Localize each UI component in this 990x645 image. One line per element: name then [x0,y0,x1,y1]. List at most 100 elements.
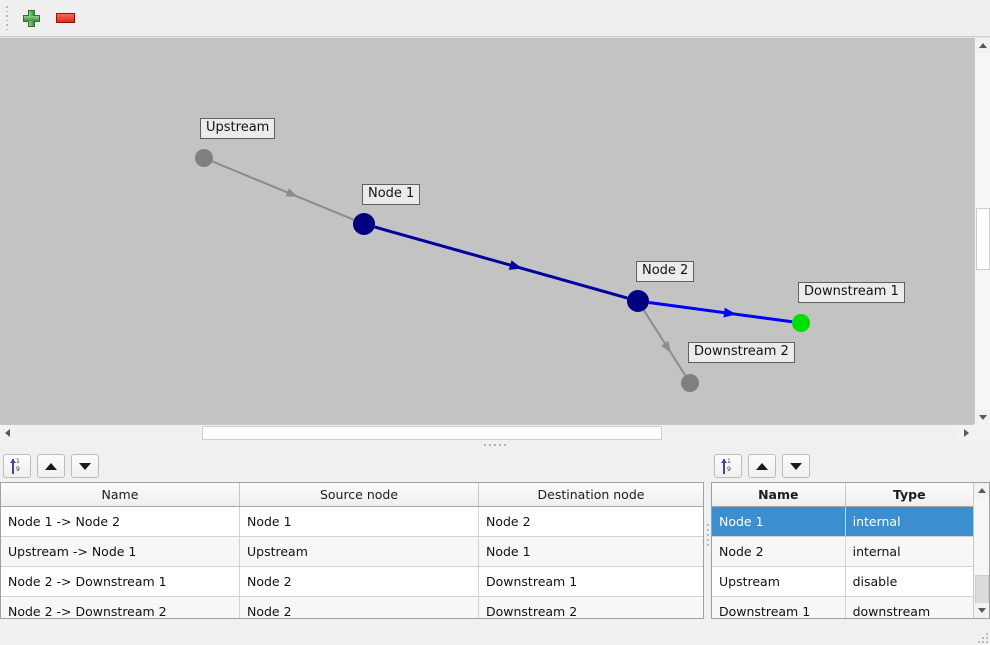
triangle-down-icon [977,608,986,613]
cell-name[interactable]: Node 2 -> Downstream 2 [1,596,240,618]
canvas-hscroll-thumb[interactable] [202,426,662,440]
edges-move-down-button[interactable] [71,454,99,478]
graph-edge[interactable] [374,225,628,300]
graph-node-upstream[interactable] [195,149,213,167]
cell-source[interactable]: Upstream [239,536,479,567]
triangle-down-icon [978,415,987,420]
cell-destination[interactable]: Node 1 [478,536,703,567]
edge-arrowhead [723,307,737,318]
canvas-vertical-scrollbar[interactable] [974,38,990,425]
graph-node-label-node1[interactable]: Node 1 [362,184,421,205]
graph-node-label-node2[interactable]: Node 2 [636,261,695,282]
cell-type[interactable]: internal [845,536,973,567]
cell-type[interactable]: internal [845,506,973,537]
column-header-destination-node[interactable]: Destination node [478,483,703,507]
edges-move-up-button[interactable] [37,454,65,478]
cell-destination[interactable]: Downstream 1 [478,566,703,597]
scroll-right-button[interactable] [959,425,974,440]
nodes-scroll-up-button[interactable] [974,483,989,498]
remove-node-button[interactable] [50,4,80,32]
graph-edge[interactable] [648,300,793,324]
cell-destination[interactable]: Node 2 [478,506,703,537]
graph-node-downstream1[interactable] [792,314,810,332]
nodes-table-scrollbar[interactable] [973,483,989,618]
triangle-down-icon [790,462,802,470]
main-toolbar [0,0,990,37]
cell-type[interactable]: downstream [845,596,973,618]
triangle-up-icon [977,488,986,493]
cell-name[interactable]: Upstream [712,566,846,597]
toolbar-drag-handle[interactable] [4,6,11,30]
horizontal-splitter[interactable] [0,440,990,450]
graph-node-node1[interactable] [353,213,375,235]
scroll-down-button[interactable] [975,410,990,425]
cell-source[interactable]: Node 2 [239,566,479,597]
triangle-right-icon [964,428,969,437]
graph-edge[interactable] [211,160,355,221]
graph-node-label-downstream2[interactable]: Downstream 2 [688,342,795,363]
splitter-grip [484,444,506,446]
nodes-scroll-down-button[interactable] [974,603,989,618]
cell-name[interactable]: Downstream 1 [712,596,846,618]
canvas-vscroll-thumb[interactable] [976,208,990,270]
scroll-up-button[interactable] [975,38,990,53]
cell-name[interactable]: Node 1 [712,506,846,537]
triangle-up-icon [756,462,768,470]
nodes-move-up-button[interactable] [748,454,776,478]
cell-name[interactable]: Node 2 [712,536,846,567]
graph-node-label-upstream[interactable]: Upstream [200,118,276,139]
status-bar [0,619,990,645]
triangle-up-icon [45,462,57,470]
vertical-splitter[interactable] [704,450,711,619]
column-header-name[interactable]: Name [1,483,240,507]
cell-destination[interactable]: Downstream 2 [478,596,703,618]
graph-node-node2[interactable] [627,290,649,312]
window-resize-grip[interactable] [978,633,988,643]
column-header-name[interactable]: Name [712,483,846,507]
edge-arrowhead [508,260,523,270]
graph-svg [195,149,810,392]
scroll-left-button[interactable] [0,425,15,440]
graph-edge[interactable] [643,309,687,376]
add-node-button[interactable] [16,4,46,32]
edge-arrowhead [661,341,671,353]
cell-name[interactable]: Node 1 -> Node 2 [1,506,240,537]
cell-name[interactable]: Upstream -> Node 1 [1,536,240,567]
canvas-horizontal-scrollbar[interactable] [0,424,974,440]
cell-source[interactable]: Node 2 [239,596,479,618]
nodes-move-down-button[interactable] [782,454,810,478]
cell-name[interactable]: Node 2 -> Downstream 1 [1,566,240,597]
column-header-type[interactable]: Type [845,483,973,507]
vertical-splitter-grip [706,523,709,546]
cell-type[interactable]: disable [845,566,973,597]
cell-source[interactable]: Node 1 [239,506,479,537]
graph-node-downstream2[interactable] [681,374,699,392]
column-header-source-node[interactable]: Source node [239,483,479,507]
graph-node-label-downstream1[interactable]: Downstream 1 [798,282,905,303]
